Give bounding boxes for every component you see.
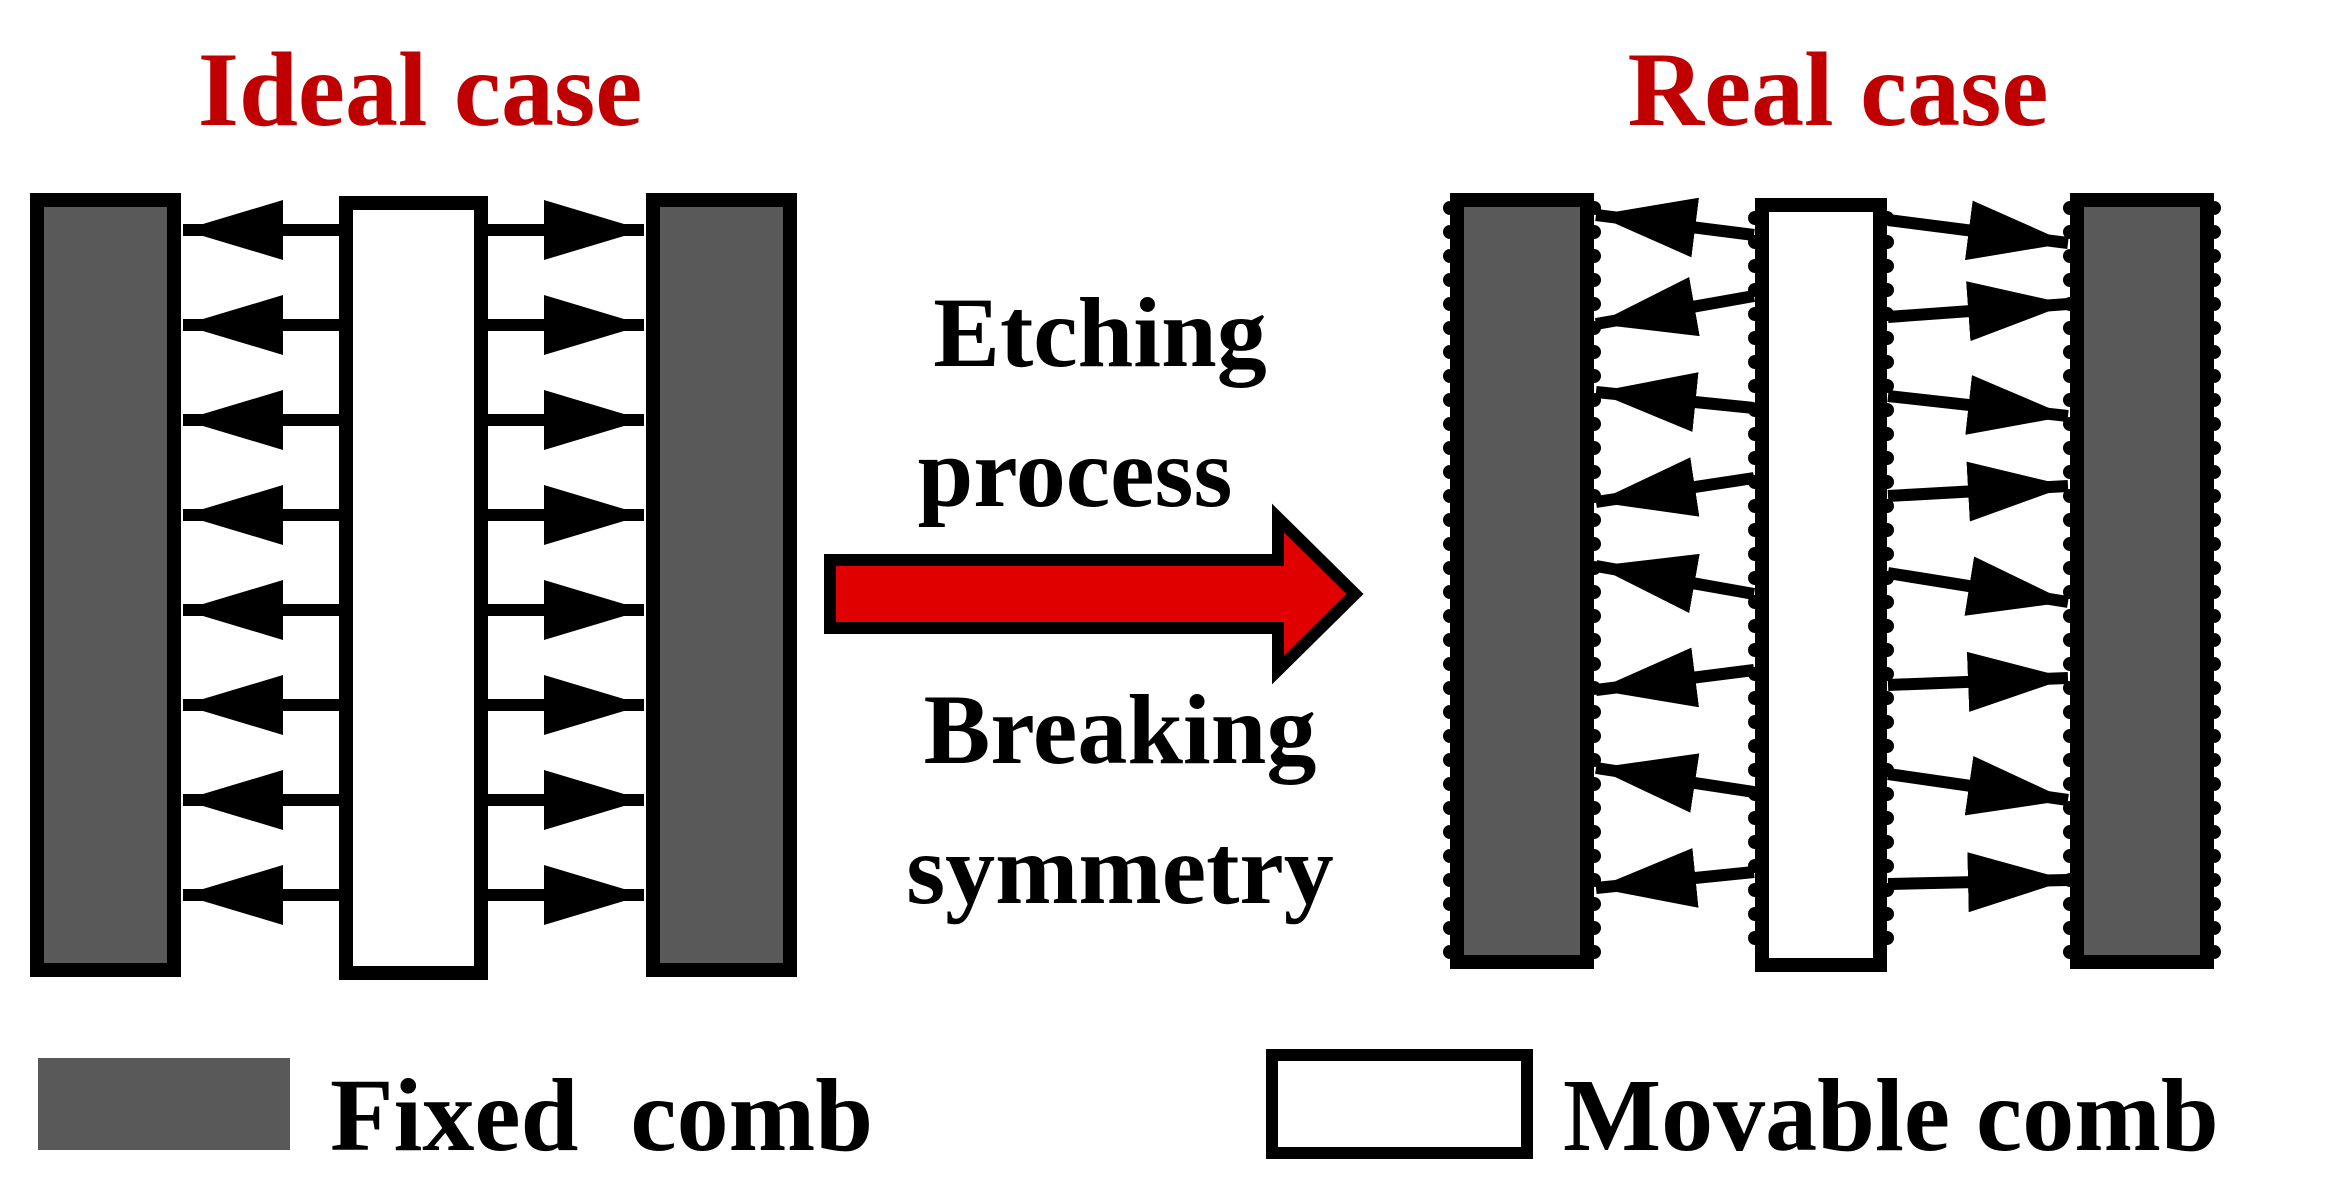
force-arrow-icon [1887,375,2069,435]
fixed-comb-legend-label: Fixed comb [330,1058,873,1173]
ideal-force-arrows [183,200,644,925]
symmetry-label: symmetry [906,814,1334,925]
process-label: process [918,417,1233,528]
ideal-movable-comb [339,196,488,980]
force-arrow-icon [1887,200,2069,261]
real-case-title: Real case [1628,31,2049,148]
force-arrow-icon [1594,553,1756,613]
force-arrow-icon [1594,277,1756,337]
force-arrow-icon [1595,647,1755,708]
real-fixed-comb-left [1450,193,1594,969]
force-arrow-icon [1887,281,2069,342]
ideal-case-diagram [30,193,797,980]
real-movable-comb [1755,198,1887,972]
force-arrow-icon [1595,372,1755,432]
real-case-diagram [1443,193,2221,972]
movable-comb-swatch [1266,1049,1533,1159]
movable-comb-legend-label: Movable comb [1563,1058,2219,1173]
real-force-arrows [1594,197,2069,913]
ideal-fixed-comb-left [30,193,181,977]
force-arrow-icon [1595,457,1755,517]
force-arrow-icon [1887,756,2069,816]
force-arrow-icon [1595,848,1755,908]
force-arrow-icon [1887,556,2069,616]
ideal-fixed-comb-right [646,193,797,977]
force-arrow-icon [1595,197,1755,258]
process-arrow-icon [824,503,1364,685]
etching-label: Etching [933,277,1266,388]
breaking-label: Breaking [924,674,1317,785]
force-arrow-icon [1887,651,2069,712]
fixed-comb-swatch [38,1058,290,1150]
force-arrow-icon [1887,461,2069,522]
force-arrow-icon [1887,852,2069,913]
real-fixed-comb-right [2070,193,2214,969]
ideal-case-title: Ideal case [198,31,643,148]
force-arrow-icon [1595,753,1755,813]
